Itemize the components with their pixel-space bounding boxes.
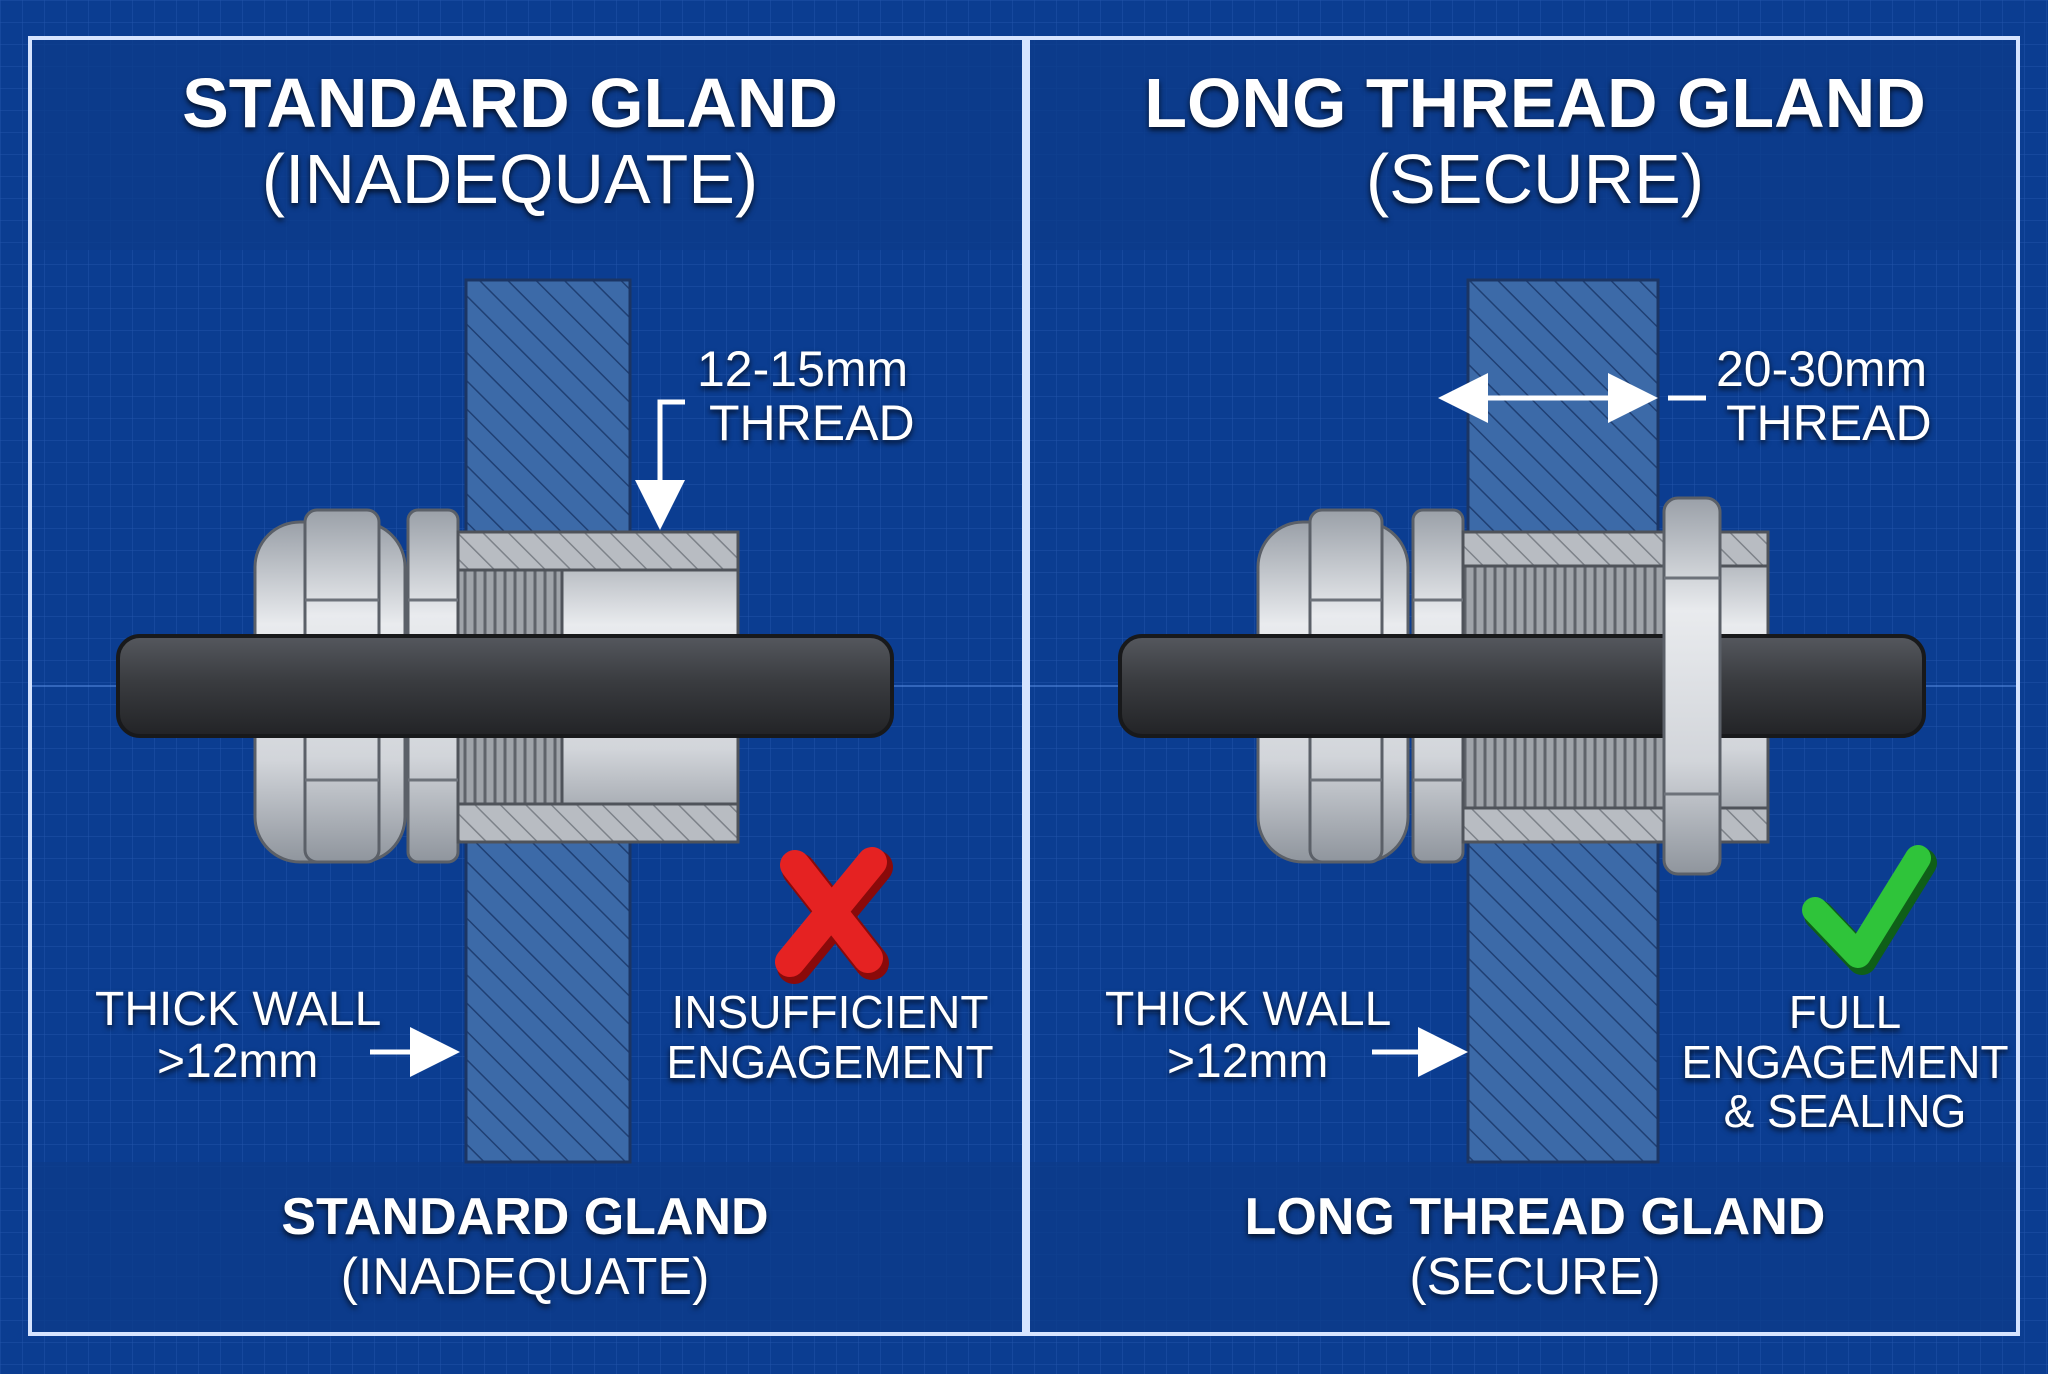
left-bore-bottom-hatch (456, 802, 740, 844)
right-thread-length: 20-30mm (1716, 341, 1928, 397)
left-title: STANDARD GLAND (INADEQUATE) (140, 64, 880, 218)
left-thread-arrow (635, 399, 685, 530)
right-nut-facets (1310, 598, 1463, 782)
right-wall-label: THICK WALL >12mm (1105, 984, 1415, 1088)
left-wall-thickness: >12mm (157, 1034, 319, 1088)
left-panel-border (28, 36, 1026, 1336)
right-panel-border (1026, 36, 2020, 1336)
left-bore-top-hatch (456, 530, 740, 572)
right-bore-top-hatch (1461, 530, 1770, 568)
right-bore-bottom-hatch (1461, 806, 1770, 844)
green-check-icon (1802, 845, 1937, 975)
left-title-main: STANDARD GLAND (182, 64, 838, 142)
left-status-line2: ENGAGEMENT (666, 1035, 994, 1088)
right-footer: LONG THREAD GLAND (SECURE) (1130, 1188, 1940, 1308)
left-footer-subtitle: (INADEQUATE) (340, 1247, 710, 1306)
left-nut-facets (305, 598, 458, 782)
left-wall-text: THICK WALL (95, 983, 382, 1036)
right-status-line2: ENGAGEMENT (1681, 1035, 2009, 1088)
right-footer-subtitle: (SECURE) (1409, 1247, 1661, 1306)
right-cable (1118, 634, 1926, 738)
left-footer-title: STANDARD GLAND (281, 1188, 769, 1246)
left-wall-label: THICK WALL >12mm (95, 984, 405, 1088)
right-title: LONG THREAD GLAND (SECURE) (1120, 64, 1950, 218)
right-title-sub: (SECURE) (1365, 139, 1705, 218)
right-thread-word: THREAD (1726, 395, 1932, 451)
right-footer-title: LONG THREAD GLAND (1244, 1188, 1826, 1246)
left-footer: STANDARD GLAND (INADEQUATE) (140, 1188, 910, 1308)
left-thread-length: 12-15mm (697, 341, 909, 397)
right-wall-thickness: >12mm (1167, 1034, 1329, 1088)
right-wall-text: THICK WALL (1105, 983, 1392, 1036)
right-thread-label: 20-30mm THREAD (1716, 342, 1932, 450)
left-title-sub: (INADEQUATE) (261, 139, 759, 218)
left-cable (116, 634, 894, 738)
right-status-line3: & SEALING (1723, 1085, 1967, 1138)
right-title-main: LONG THREAD GLAND (1144, 64, 1926, 142)
right-status-label: FULL ENGAGEMENT & SEALING (1680, 986, 2010, 1138)
left-status-line1: INSUFFICIENT (671, 986, 989, 1038)
red-cross-icon (775, 847, 893, 984)
left-status-label: INSUFFICIENT ENGAGEMENT (660, 986, 1000, 1088)
right-lock-nut (1662, 496, 1722, 876)
left-thread-label: 12-15mm THREAD (697, 342, 915, 450)
right-status-line1: FULL (1788, 986, 1902, 1038)
left-thread-word: THREAD (709, 395, 915, 451)
